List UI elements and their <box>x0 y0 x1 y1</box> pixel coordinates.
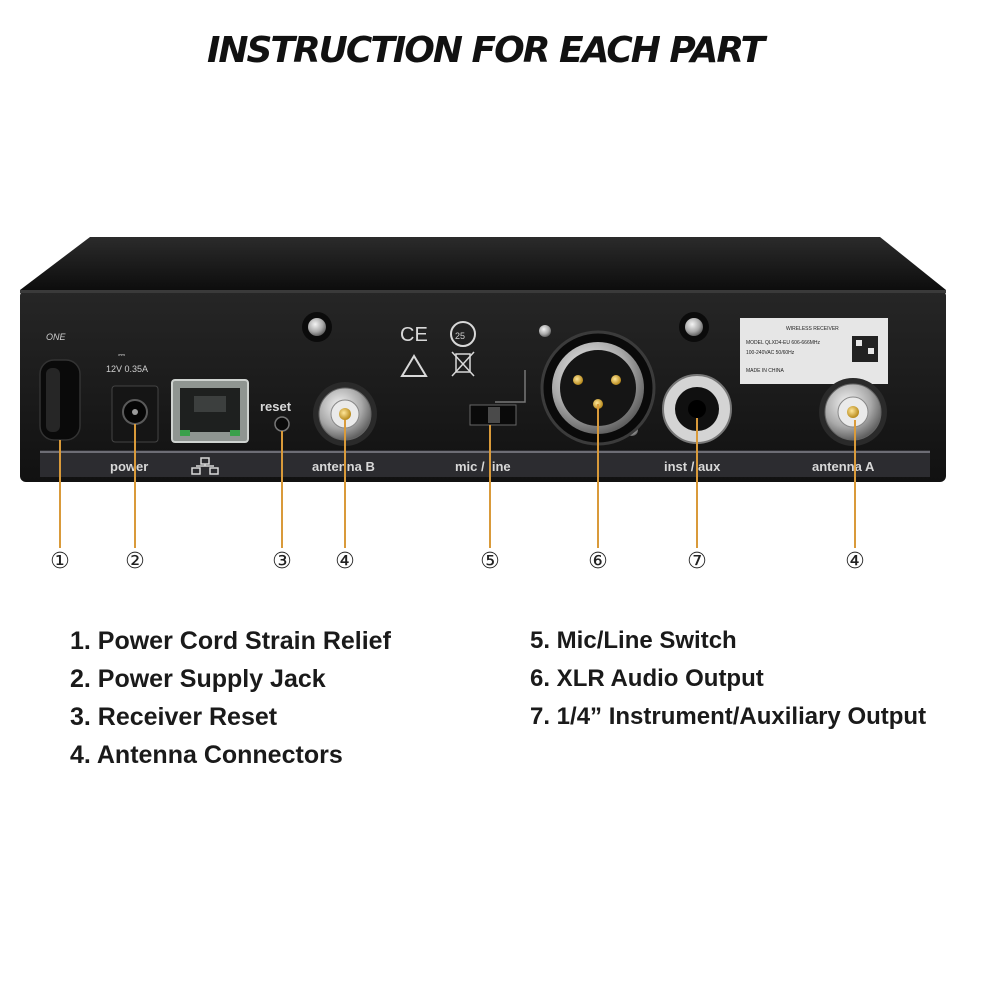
quarter-inch-jack <box>662 374 732 444</box>
sticker-line-1: WIRELESS RECEIVER <box>786 326 839 332</box>
label-antenna-b: antenna B <box>312 459 375 474</box>
label-strip <box>40 450 930 477</box>
power-rating-symbol: ⎓ <box>118 350 125 360</box>
chassis-top <box>20 237 946 290</box>
callout-2: ② <box>125 549 145 574</box>
legend-item-2: 2. Power Supply Jack <box>70 665 326 693</box>
sticker-line-4: MADE IN CHINA <box>746 368 784 374</box>
environmental-icon <box>450 321 476 347</box>
screw-right <box>679 312 709 342</box>
sticker-line-3: 100-240VAC 50/60Hz <box>746 350 795 356</box>
callout-1: ① <box>50 549 70 574</box>
label-mic-line: mic / line <box>455 459 511 474</box>
legend-item-1: 1. Power Cord Strain Relief <box>70 627 391 655</box>
legend-item-3: 3. Receiver Reset <box>70 703 278 731</box>
label-antenna-a: antenna A <box>812 459 875 474</box>
callout-4a: ④ <box>845 549 865 574</box>
label-power: power <box>110 459 148 474</box>
brand-logo: ONE <box>46 332 67 342</box>
sticker-line-2: MODEL QLXD4-EU 606-666MHz <box>746 340 821 346</box>
reset-label: reset <box>260 399 292 414</box>
antenna-b-connector <box>313 382 377 446</box>
ce-mark: CE <box>400 324 428 346</box>
callout-3: ③ <box>272 549 292 574</box>
reset-button <box>274 416 290 432</box>
weee-bin-icon <box>451 351 475 377</box>
xlr-output <box>540 330 656 446</box>
model-sticker: WIRELESS RECEIVER MODEL QLXD4-EU 606-666… <box>740 318 888 384</box>
network-icon <box>191 457 219 475</box>
callout-5: ⑤ <box>480 549 500 574</box>
legend-right: 5. Mic/Line Switch 6. XLR Audio Output 7… <box>530 622 926 736</box>
legend-item-4: 4. Antenna Connectors <box>70 741 343 769</box>
legend-item-6: 6. XLR Audio Output <box>530 665 764 692</box>
legend-item-7: 7. 1/4” Instrument/Auxiliary Output <box>530 703 927 730</box>
page-title: INSTRUCTION FOR EACH PART <box>206 30 765 71</box>
power-rating: 12V 0.35A <box>106 364 148 374</box>
cert-25: 25 <box>455 331 465 341</box>
label-inst-aux: inst / aux <box>664 459 721 474</box>
legend-left: 1. Power Cord Strain Relief 2. Power Sup… <box>70 622 391 774</box>
legend-item-5: 5. Mic/Line Switch <box>530 627 737 654</box>
callout-4b: ④ <box>335 549 355 574</box>
rcm-icon <box>400 354 428 377</box>
screw-left <box>302 312 332 342</box>
antenna-a-connector <box>819 378 887 446</box>
callout-7: ⑦ <box>687 549 707 574</box>
callout-6: ⑥ <box>588 549 608 574</box>
